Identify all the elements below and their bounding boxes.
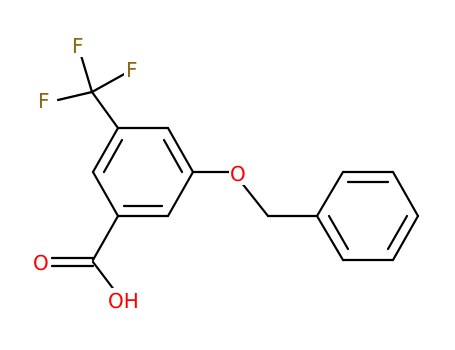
ring-bond bbox=[166, 126, 195, 174]
trifluoromethyl-bonds bbox=[56, 50, 130, 130]
ring-bond bbox=[315, 170, 345, 218]
ether-oxygen-label: O bbox=[230, 162, 246, 186]
central-benzene-ring bbox=[91, 126, 195, 218]
bond-cf-top bbox=[78, 50, 94, 94]
atom-labels: F F F O O OH bbox=[31, 34, 249, 313]
bond-cf-left bbox=[56, 90, 94, 102]
bond-cf3-ring bbox=[90, 90, 120, 130]
phenyl-ring bbox=[315, 170, 420, 262]
ring-double-bond bbox=[327, 214, 350, 251]
ring-double-bond bbox=[386, 214, 409, 251]
fluorine-label-top: F bbox=[72, 34, 84, 58]
ring-bond bbox=[391, 214, 420, 262]
ring-bond bbox=[391, 170, 420, 218]
bond-cf-right bbox=[90, 70, 130, 94]
bond-ring-carboxyl bbox=[91, 214, 120, 262]
ring-bond bbox=[91, 126, 120, 174]
ring-bond bbox=[315, 214, 345, 262]
carbonyl-oxygen-label: O bbox=[33, 251, 49, 275]
ring-bond bbox=[166, 170, 195, 218]
benzyloxy-bonds bbox=[191, 170, 319, 218]
fluorine-label-left: F bbox=[38, 89, 50, 113]
carboxyl-group-bonds bbox=[50, 214, 120, 297]
ring-double-bond bbox=[102, 138, 124, 174]
ring-bond bbox=[91, 170, 120, 218]
bond-oxygen-ch2 bbox=[239, 180, 270, 218]
hydroxyl-label: OH bbox=[108, 289, 139, 313]
ring-double-bond bbox=[162, 138, 184, 174]
fluorine-label-right: F bbox=[126, 58, 138, 82]
